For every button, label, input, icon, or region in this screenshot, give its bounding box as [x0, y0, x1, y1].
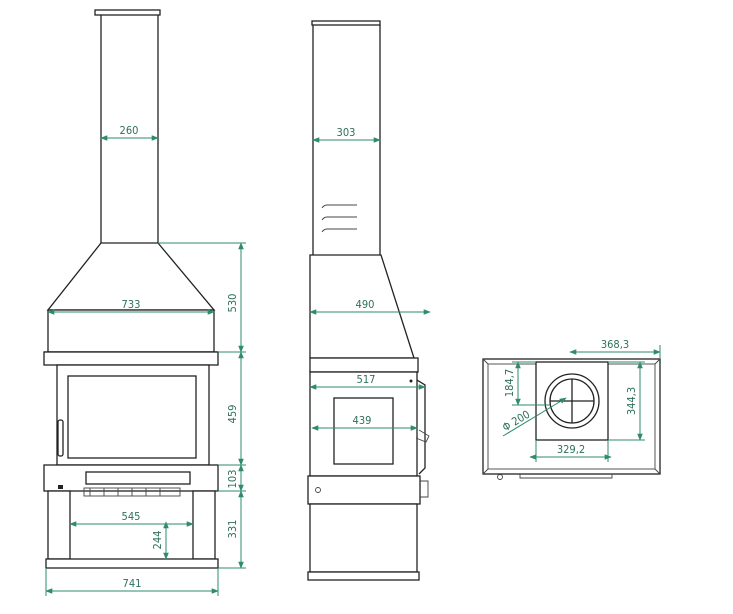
dim-base-width: 741	[123, 577, 142, 590]
door-profile	[416, 379, 426, 475]
dim-firebox-depth: 439	[353, 414, 372, 427]
side-lintel	[309, 357, 419, 373]
side-flue-cap	[311, 20, 381, 26]
dim-hood-width: 733	[122, 298, 141, 311]
lintel	[43, 351, 219, 366]
dim-overall-depth: 368,3	[601, 338, 629, 351]
top-view: 368,3 184,7 344,3 Φ 200 329,2	[482, 338, 661, 480]
dim-flue-depth: 303	[337, 126, 356, 139]
hood-band	[47, 309, 215, 353]
dim-leg-height: 331	[226, 520, 239, 539]
side-handle	[415, 429, 430, 443]
side-window	[333, 397, 394, 465]
dim-inner-leg-width: 545	[122, 510, 141, 523]
base-plinth	[45, 558, 219, 569]
side-shelf	[307, 475, 421, 505]
side-base	[307, 571, 420, 581]
front-view: 260 733 530 459 103 331 545 244 741	[43, 9, 246, 596]
dim-log-store-height: 244	[151, 531, 164, 550]
dim-firebox-height: 459	[226, 405, 239, 424]
vent-slots	[321, 204, 357, 233]
side-pedestal	[309, 503, 418, 573]
door-handle	[57, 419, 64, 457]
dim-body-depth: 517	[357, 373, 376, 386]
ash-drawer	[85, 471, 191, 485]
flue-cap	[94, 9, 161, 16]
dim-side-depth: 344,3	[625, 387, 638, 415]
glass-door	[67, 375, 197, 459]
dim-hood-height: 530	[226, 294, 239, 313]
dim-shelf-height: 103	[226, 470, 239, 489]
right-leg	[192, 490, 216, 560]
dim-flue-width: 260	[120, 124, 139, 137]
left-leg	[47, 490, 71, 560]
dim-outlet-height: 184,7	[503, 369, 516, 397]
dim-inner-width: 329,2	[557, 443, 585, 456]
side-view: 303 490 517 439	[307, 20, 431, 581]
dim-hood-depth: 490	[356, 298, 375, 311]
